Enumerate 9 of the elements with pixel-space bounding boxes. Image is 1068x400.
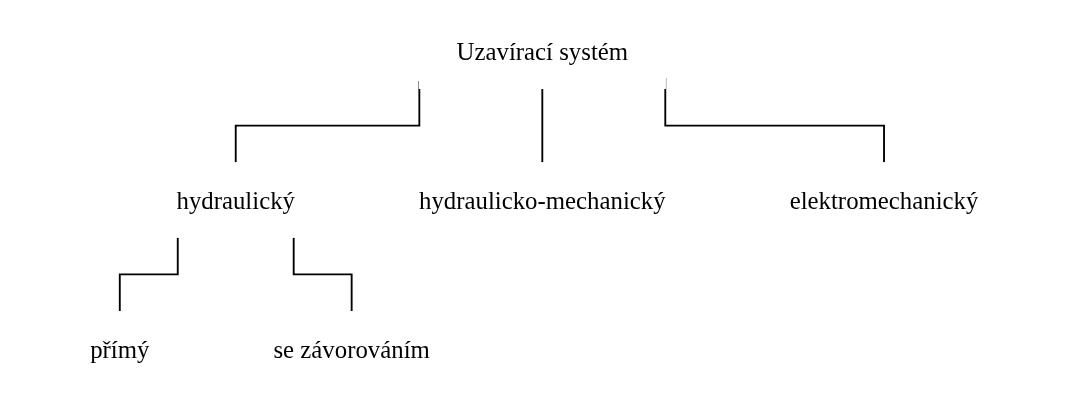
node-text: se závorováním — [273, 335, 430, 363]
connector — [118, 236, 179, 313]
connector — [292, 236, 353, 313]
node-text: elektromechanický — [789, 186, 979, 214]
node-text: hydraulický — [176, 186, 295, 214]
connector — [541, 87, 543, 164]
node-text: přímý — [89, 335, 150, 363]
node-text: hydraulicko-mechanický — [418, 186, 666, 214]
node-text: Uzavírací systém — [456, 37, 628, 65]
